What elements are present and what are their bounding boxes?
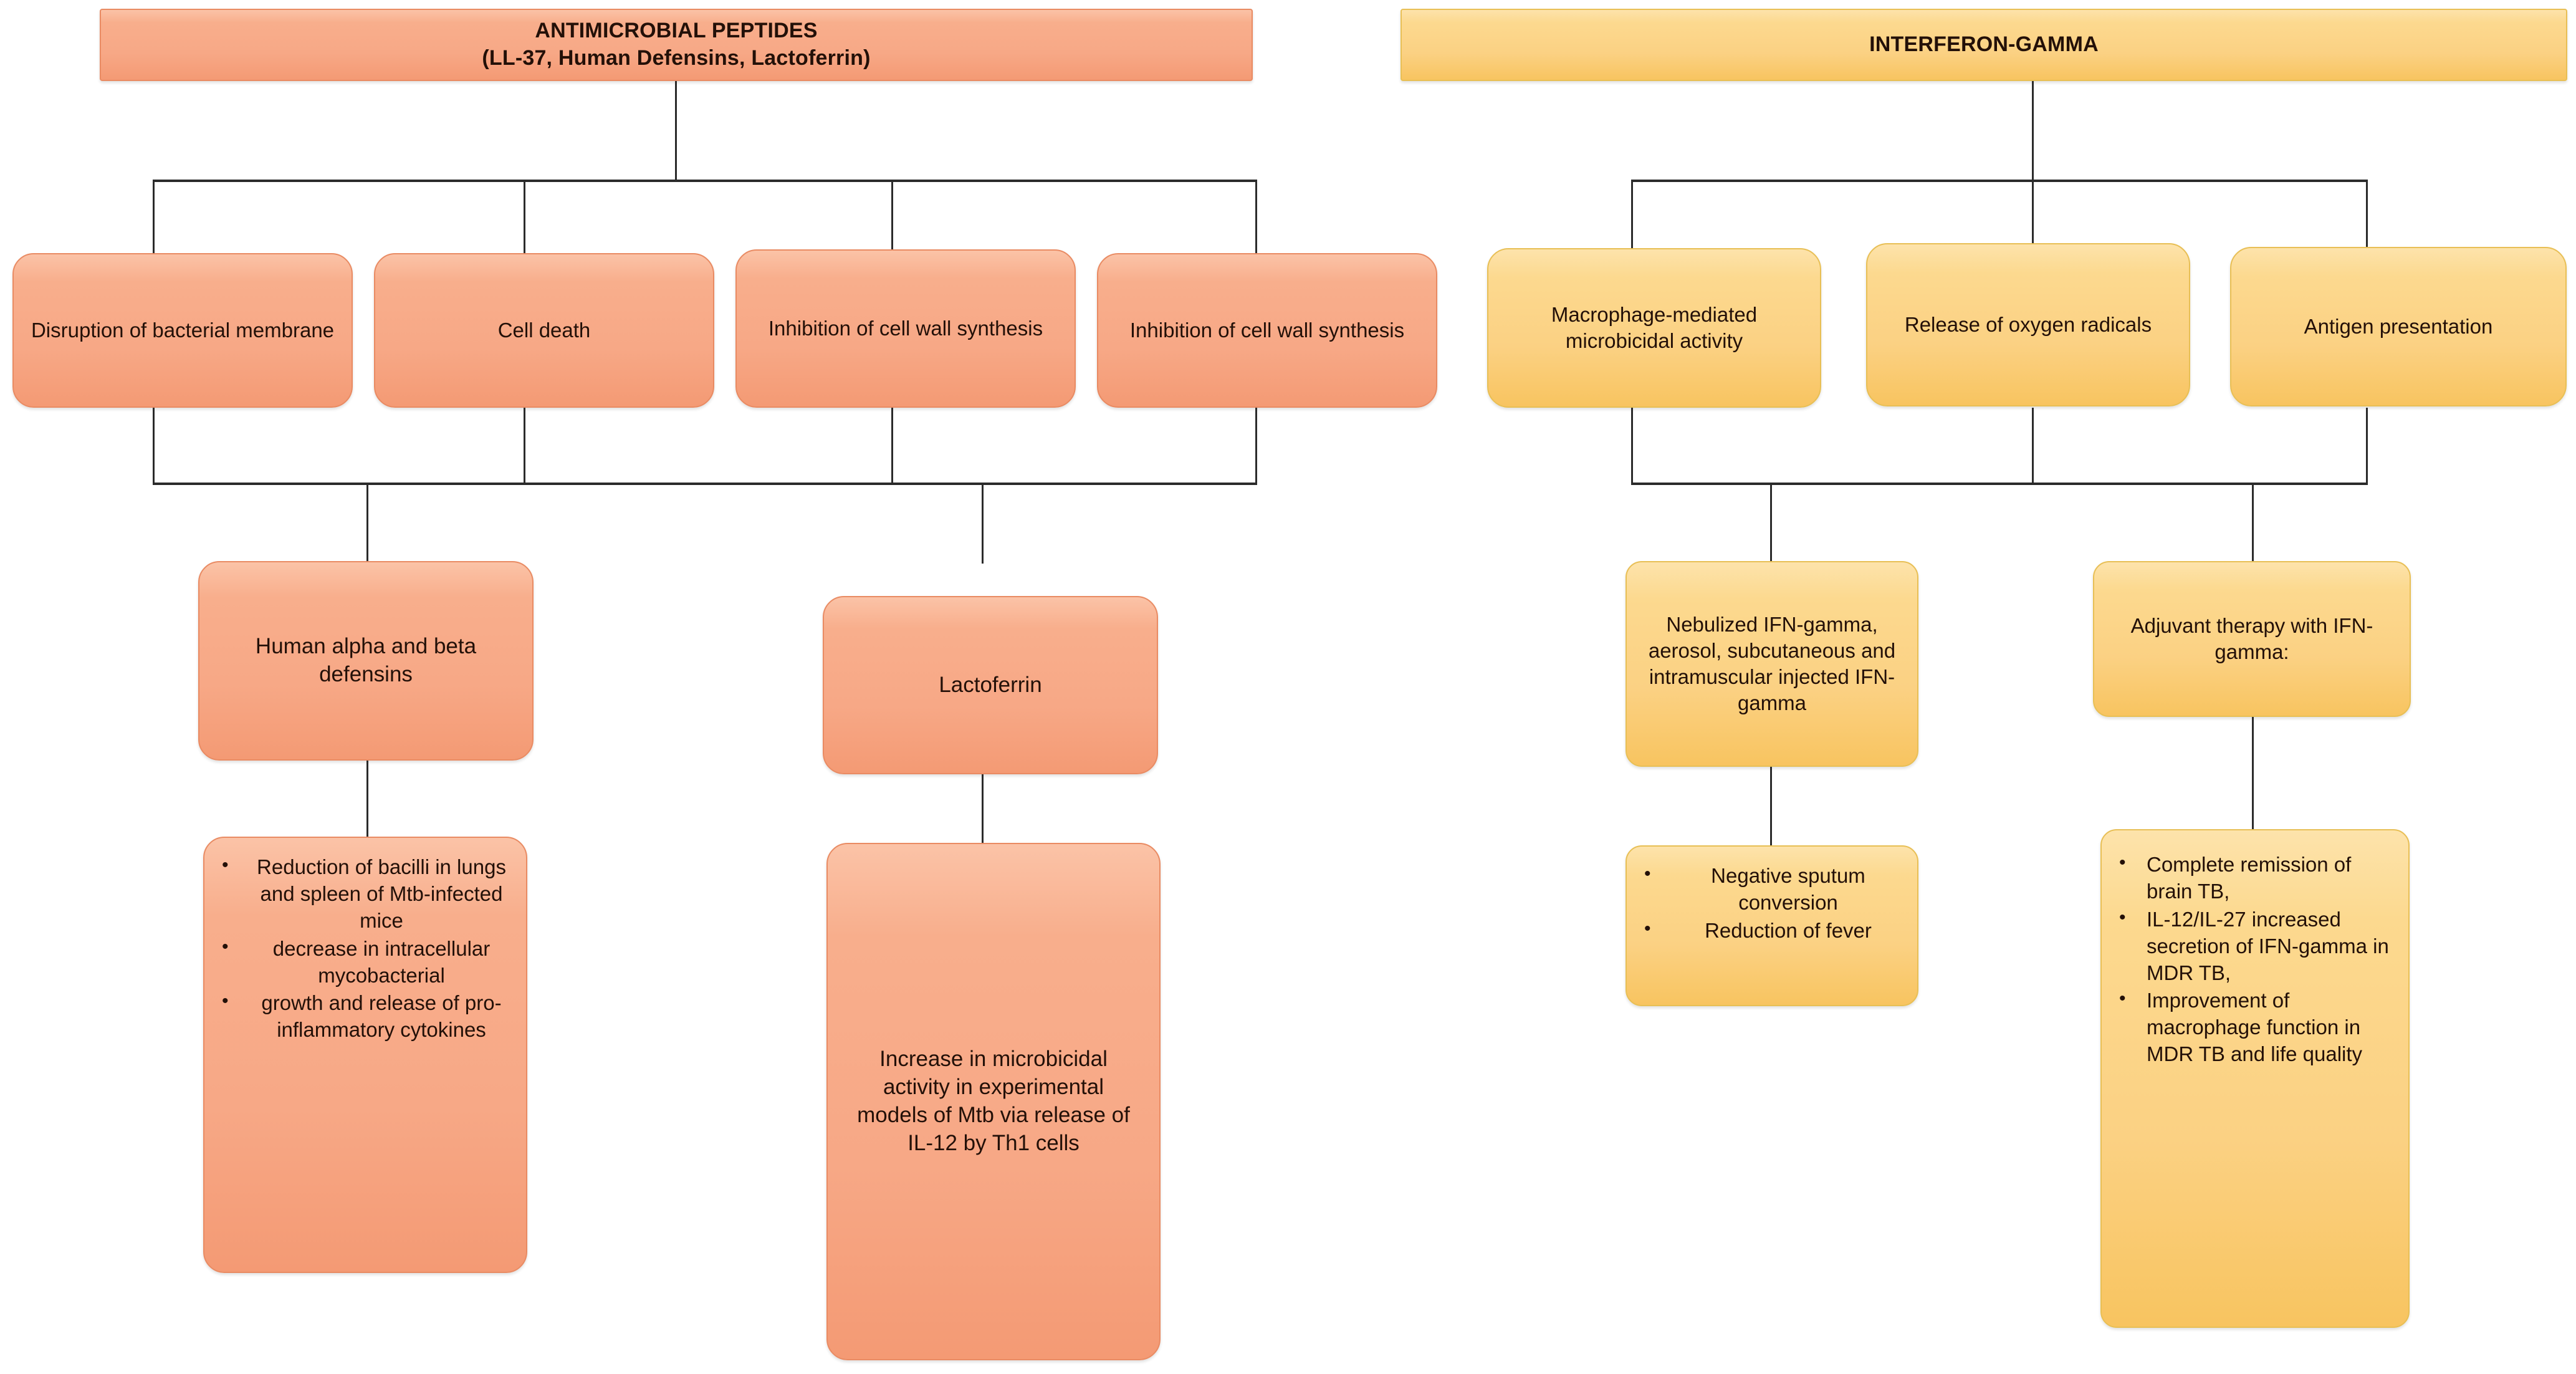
connector-right-rise-1 [1631,408,1633,485]
connector-right-nebulized-stem [1770,767,1772,847]
bullet-icon: • [2119,852,2126,873]
connector-right-rise-2 [2032,408,2034,485]
bullet-icon: • [222,991,229,1012]
left-outcome-defensins-item-2: decrease in intracellular mycobacterial [272,936,491,987]
connector-right-rise-3 [2366,408,2368,485]
right-intervention-adjuvant: Adjuvant therapy with IFN-gamma: [2093,561,2411,717]
left-mediator-lactoferrin: Lactoferrin [823,596,1158,774]
list-item: • IL-12/IL-27 increased secretion of IFN-… [2119,906,2396,987]
connector-left-top-bus [153,180,1257,182]
right-branch-header-text: INTERFERON-GAMMA [1869,32,2099,57]
right-outcome-nebulized-list: • Negative sputum conversion • Reduction o… [1638,863,1905,944]
connector-left-defensins-stem [366,761,368,838]
left-mechanism-3: Inhibition of cell wall synthesis [735,249,1076,408]
left-outcome-lactoferrin-label: Increase in microbicidal activity in exp… [857,1047,1130,1155]
right-intervention-nebulized-label: Nebulized IFN-gamma, aerosol, subcutaneo… [1648,612,1896,715]
right-outcome-adjuvant-item-2: IL-12/IL-27 increased secretion of IFN-g… [2147,907,2389,984]
connector-left-rise-4 [1255,408,1257,485]
connector-left-mid-drop-2 [982,483,984,564]
list-item: • Complete remission of brain TB, [2119,852,2396,905]
left-mechanism-4-label: Inhibition of cell wall synthesis [1129,318,1405,342]
left-branch-header: ANTIMICROBIAL PEPTIDES (LL-37, Human Def… [100,9,1253,81]
right-outcome-adjuvant-item-3: Improvement of macrophage function in MD… [2147,989,2363,1066]
left-mechanism-2: Cell death [374,253,714,408]
right-mechanism-2: Release of oxygen radicals [1866,243,2190,406]
right-mechanism-1-label: Macrophage-mediated microbicidal activit… [1551,302,1758,352]
left-mediator-defensins: Human alpha and beta defensins [198,561,534,761]
right-mechanism-3: Antigen presentation [2230,247,2567,406]
left-outcome-defensins: • Reduction of bacilli in lungs and splee… [203,837,527,1273]
connector-left-lactoferrin-stem [982,774,984,845]
connector-right-mid-drop-1 [1770,483,1772,562]
left-branch-header-text: ANTIMICROBIAL PEPTIDES (LL-37, Human Def… [482,19,871,70]
right-branch-header: INTERFERON-GAMMA [1401,9,2567,81]
connector-right-mid-drop-2 [2252,483,2254,562]
bullet-icon: • [222,936,229,957]
connector-left-drop-1 [153,180,155,256]
connector-left-header-stem [675,81,677,181]
right-intervention-adjuvant-label: Adjuvant therapy with IFN-gamma: [2130,613,2373,663]
left-outcome-lactoferrin: Increase in microbicidal activity in exp… [826,843,1161,1360]
connector-left-drop-4 [1255,180,1257,256]
right-outcome-nebulized: • Negative sputum conversion • Reduction o… [1626,845,1918,1006]
list-item: • decrease in intracellular mycobacterial [222,936,514,989]
list-item: • growth and release of pro-inflammatory … [222,990,514,1044]
connector-left-rise-1 [153,408,155,485]
connector-left-rise-2 [524,408,525,485]
connector-right-adjuvant-stem [2252,717,2254,830]
connector-right-header-stem [2032,81,2034,181]
right-intervention-nebulized: Nebulized IFN-gamma, aerosol, subcutaneo… [1626,561,1918,767]
bullet-icon: • [1644,918,1651,939]
connector-left-drop-3 [891,180,893,256]
connector-right-mid-bus [1631,483,2368,485]
left-mechanism-4: Inhibition of cell wall synthesis [1097,253,1437,408]
left-mechanism-1-label: Disruption of bacterial membrane [31,318,335,342]
list-item: • Negative sputum conversion [1644,863,1905,916]
bullet-icon: • [2119,906,2126,928]
bullet-icon: • [1644,863,1651,884]
left-mechanism-2-label: Cell death [497,318,591,342]
right-outcome-adjuvant-list: • Complete remission of brain TB, • IL-12/… [2113,852,2396,1068]
right-mechanism-3-label: Antigen presentation [2304,314,2493,338]
connector-right-drop-3 [2366,180,2368,258]
connector-right-drop-2 [2032,180,2034,258]
list-item: • Reduction of bacilli in lungs and splee… [222,854,514,934]
right-mechanism-2-label: Release of oxygen radicals [1904,312,2152,336]
left-mediator-defensins-label: Human alpha and beta defensins [255,634,477,686]
right-outcome-nebulized-item-2: Reduction of fever [1705,918,1872,942]
left-mediator-lactoferrin-label: Lactoferrin [939,672,1042,697]
list-item: • Improvement of macrophage function in M… [2119,987,2396,1068]
connector-right-top-bus [1631,180,2368,182]
connector-left-drop-2 [524,180,525,256]
right-outcome-adjuvant-item-1: Complete remission of brain TB, [2147,853,2352,903]
bullet-icon: • [2119,988,2126,1009]
connector-left-rise-3 [891,408,893,485]
list-item: • Reduction of fever [1644,918,1905,944]
left-outcome-defensins-item-1: Reduction of bacilli in lungs and spleen… [257,855,506,932]
right-mechanism-1: Macrophage-mediated microbicidal activit… [1487,248,1821,408]
right-outcome-nebulized-item-1: Negative sputum conversion [1711,864,1865,914]
left-mechanism-3-label: Inhibition of cell wall synthesis [768,316,1043,340]
left-outcome-defensins-item-3: growth and release of pro-inflammatory c… [261,991,502,1042]
connector-right-drop-1 [1631,180,1633,258]
connector-left-mid-bus [153,483,1257,485]
bullet-icon: • [222,855,229,875]
left-outcome-defensins-list: • Reduction of bacilli in lungs and splee… [216,854,514,1044]
right-outcome-adjuvant: • Complete remission of brain TB, • IL-12/… [2100,829,2410,1328]
left-mechanism-1: Disruption of bacterial membrane [12,253,353,408]
connector-left-mid-drop-1 [366,483,368,564]
